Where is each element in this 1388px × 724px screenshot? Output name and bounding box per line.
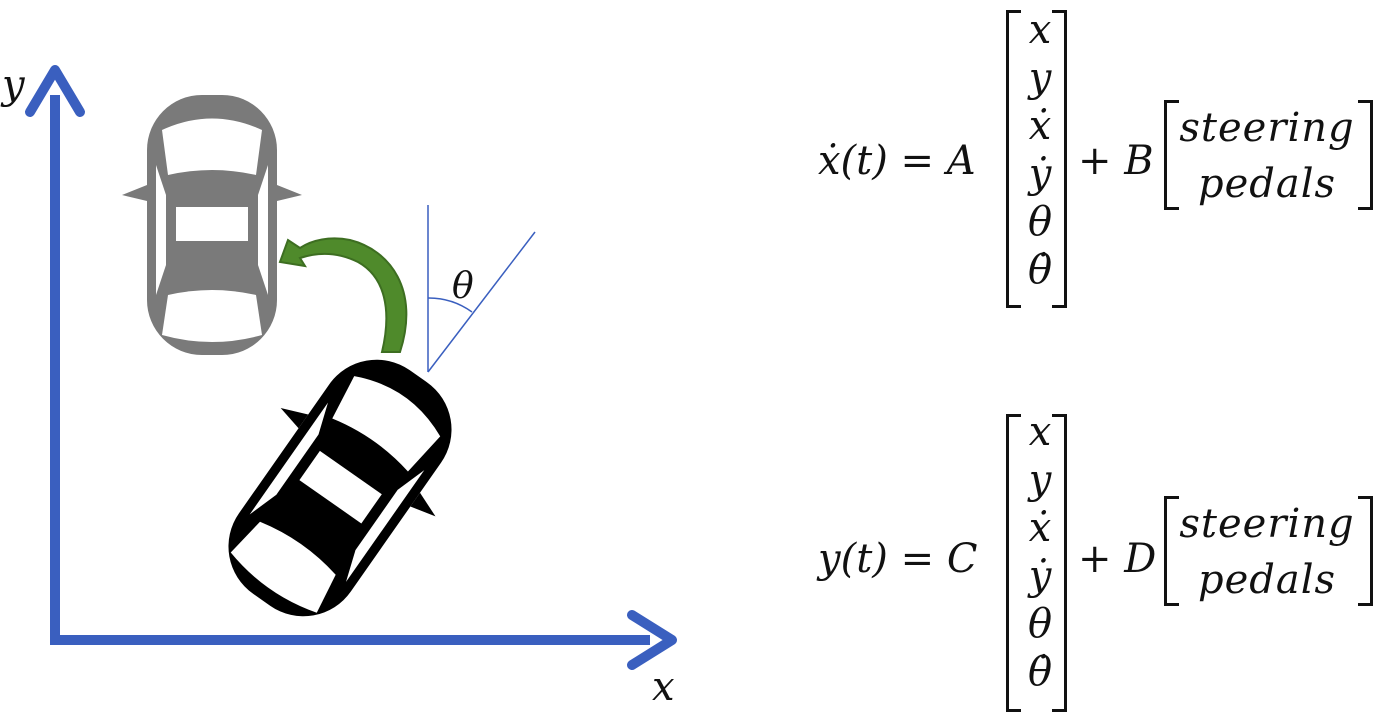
output-vector-entry: θ̇ bbox=[1027, 649, 1053, 695]
state-equation-lhs: ẋ(t) = A bbox=[818, 138, 976, 184]
vehicle-diagram bbox=[25, 65, 677, 670]
output-vector-right-bracket bbox=[1052, 414, 1067, 712]
state-vector: x y ẋ ẏ θ θ̇ bbox=[1020, 6, 1060, 294]
output-vector-left-bracket bbox=[1006, 414, 1021, 712]
y-axis-arrowhead bbox=[25, 65, 85, 117]
y-axis-label: y bbox=[2, 62, 25, 108]
output-vector-entry: θ bbox=[1027, 601, 1053, 647]
output-vector-entry: y bbox=[1028, 457, 1052, 503]
state-vector-entry: θ̇ bbox=[1027, 247, 1053, 293]
state-vector-left-bracket bbox=[1006, 10, 1021, 308]
theta-label: θ bbox=[452, 266, 474, 307]
state-vector-right-bracket bbox=[1052, 10, 1067, 308]
angle-arc bbox=[427, 297, 473, 313]
input-pedals: pedals bbox=[1197, 557, 1337, 603]
state-vector-entry: y bbox=[1028, 55, 1052, 101]
x-axis-label: x bbox=[652, 664, 675, 710]
output-equation-lhs: y(t) = C bbox=[818, 536, 978, 582]
output-input-term: + D bbox=[1078, 536, 1157, 582]
state-vector-entry: θ bbox=[1027, 199, 1053, 245]
output-vector-entry: ẏ bbox=[1028, 553, 1052, 599]
state-input-vector: steering pedals bbox=[1172, 100, 1362, 212]
state-input-right-bracket bbox=[1358, 100, 1373, 210]
x-axis-arrowhead bbox=[627, 610, 677, 670]
output-vector: x y ẋ ẏ θ θ̇ bbox=[1020, 408, 1060, 696]
state-vector-entry: ẏ bbox=[1028, 151, 1052, 197]
input-pedals: pedals bbox=[1197, 161, 1337, 207]
axes bbox=[25, 65, 677, 670]
state-input-term: + B bbox=[1078, 138, 1154, 184]
output-vector-entry: ẋ bbox=[1028, 505, 1052, 551]
state-vector-entry: ẋ bbox=[1028, 103, 1052, 149]
turn-arrow bbox=[278, 237, 408, 353]
input-steering: steering bbox=[1179, 501, 1355, 547]
output-vector-entry: x bbox=[1028, 409, 1052, 455]
state-input-left-bracket bbox=[1164, 100, 1179, 210]
output-input-left-bracket bbox=[1164, 496, 1179, 606]
input-steering: steering bbox=[1179, 105, 1355, 151]
output-input-right-bracket bbox=[1358, 496, 1373, 606]
heading-angle bbox=[427, 205, 536, 373]
state-vector-entry: x bbox=[1028, 7, 1052, 53]
heading-line bbox=[427, 231, 536, 373]
output-input-vector: steering pedals bbox=[1172, 496, 1362, 608]
